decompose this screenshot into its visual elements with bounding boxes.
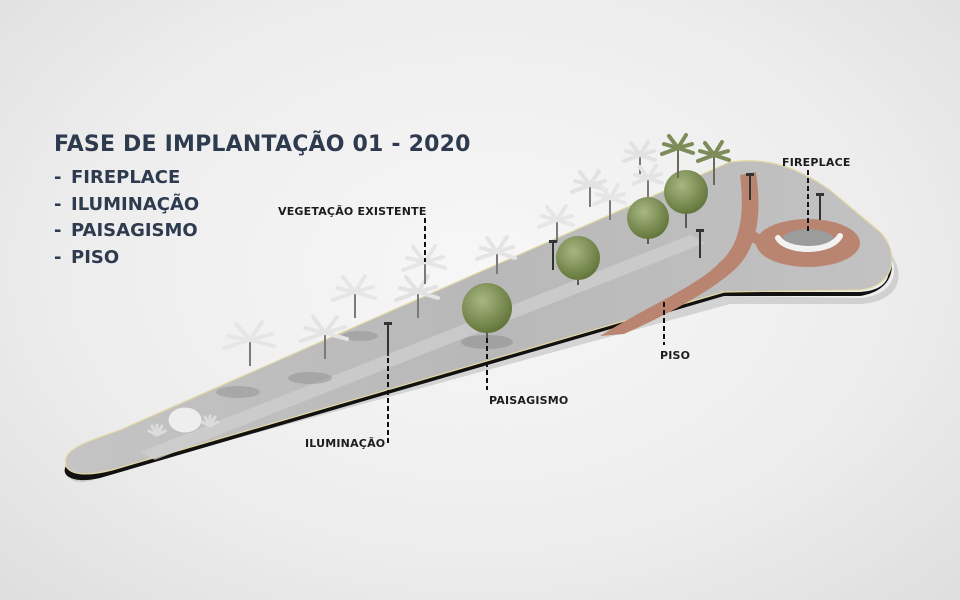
shrub bbox=[200, 414, 220, 428]
list-dash: - bbox=[54, 220, 62, 241]
list-dash: - bbox=[54, 193, 62, 215]
light-post bbox=[384, 322, 392, 356]
palm-tree bbox=[222, 320, 276, 366]
phase-item-paisagismo: -PAISAGISMO bbox=[54, 218, 199, 245]
paving bbox=[140, 172, 860, 460]
tree-canopy bbox=[556, 236, 600, 280]
phase-item-piso: -PISO bbox=[54, 245, 199, 272]
existing-palms bbox=[216, 140, 664, 398]
palm-tree bbox=[401, 244, 447, 284]
phase-title: FASE DE IMPLANTAÇÃO 01 - 2020 bbox=[54, 132, 471, 157]
phase-item-iluminacao: -ILUMINAÇÃO bbox=[54, 192, 199, 219]
palm-tree bbox=[394, 274, 440, 318]
palm-tree bbox=[331, 274, 377, 318]
rock bbox=[167, 406, 203, 434]
phase-item-label: FIREPLACE bbox=[71, 167, 181, 188]
phase-item-label: ILUMINAÇÃO bbox=[71, 193, 200, 215]
phase-item-fireplace: -FIREPLACE bbox=[54, 165, 199, 192]
tree-canopy bbox=[664, 170, 708, 214]
tree-canopy bbox=[627, 197, 669, 239]
tree-canopy bbox=[462, 283, 512, 333]
callout-vegetacao-existente: VEGETAÇÃO EXISTENTE bbox=[278, 205, 427, 218]
light-post bbox=[816, 193, 824, 220]
piso-path bbox=[600, 172, 759, 336]
shrub bbox=[147, 423, 167, 437]
green-palm bbox=[660, 133, 695, 178]
palm-tree bbox=[475, 235, 517, 274]
palm-tree bbox=[299, 315, 349, 359]
palm-tree bbox=[631, 164, 664, 198]
fireplace-bench bbox=[775, 233, 843, 252]
palm-tree bbox=[537, 204, 575, 242]
list-dash: - bbox=[54, 167, 62, 188]
palm-shadow bbox=[216, 386, 260, 398]
list-dash: - bbox=[54, 246, 62, 268]
phase-item-label: PISO bbox=[71, 246, 120, 268]
palm-tree bbox=[592, 183, 627, 220]
callout-piso: PISO bbox=[660, 349, 691, 362]
light-posts bbox=[384, 173, 824, 356]
rock-and-shrubs bbox=[147, 406, 220, 437]
palm-shadow bbox=[288, 372, 332, 384]
light-post bbox=[549, 240, 557, 270]
phase-items-list: -FIREPLACE -ILUMINAÇÃO -PAISAGISMO -PISO bbox=[54, 165, 199, 271]
main-walkway bbox=[140, 235, 705, 460]
phase-item-label: PAISAGISMO bbox=[71, 220, 198, 241]
light-post bbox=[746, 173, 754, 200]
callout-iluminacao: ILUMINAÇÃO bbox=[305, 437, 386, 450]
callout-lines bbox=[387, 170, 809, 446]
callout-fireplace: FIREPLACE bbox=[782, 156, 851, 169]
green-palm bbox=[696, 140, 731, 185]
palm-shadow bbox=[342, 331, 378, 341]
callout-paisagismo: PAISAGISMO bbox=[489, 394, 569, 407]
palm-tree bbox=[570, 169, 608, 207]
landscaping-trees bbox=[461, 133, 731, 349]
light-post bbox=[696, 229, 704, 258]
